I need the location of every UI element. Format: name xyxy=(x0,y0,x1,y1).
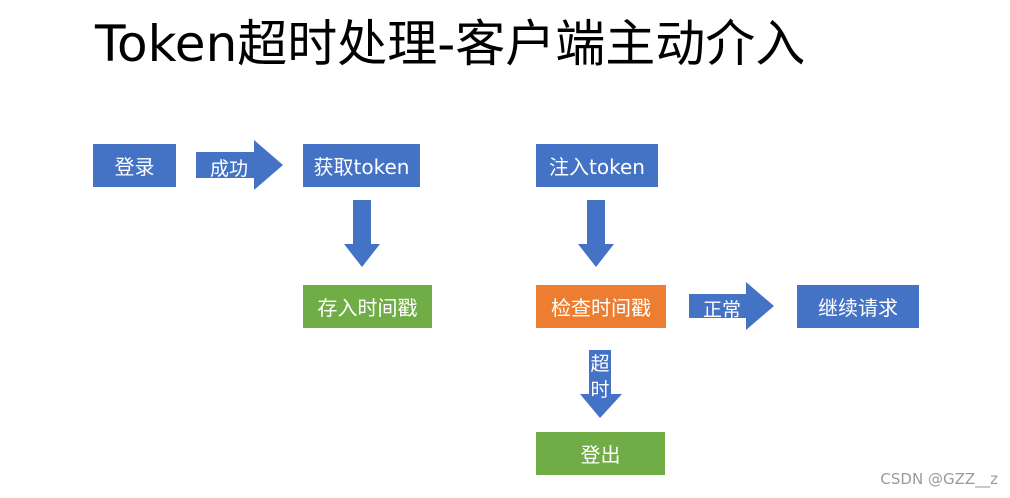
store-timestamp-node: 存入时间戳 xyxy=(303,285,432,328)
timeout-label-2: 时 xyxy=(590,379,610,401)
normal-arrow xyxy=(689,282,774,330)
check-timestamp-node: 检查时间戳 xyxy=(536,285,666,328)
watermark: CSDN @GZZ__z xyxy=(880,470,998,488)
success-label: 成功 xyxy=(210,158,249,180)
get-token-node: 获取token xyxy=(303,144,420,187)
down-arrow-inject-token xyxy=(578,200,614,267)
normal-label: 正常 xyxy=(703,299,742,321)
timeout-label-1: 超 xyxy=(590,353,610,375)
inject-token-node: 注入token xyxy=(536,144,658,187)
down-arrow-get-token xyxy=(344,200,380,267)
timeout-arrow xyxy=(580,350,622,418)
success-arrow xyxy=(196,140,283,190)
login-node: 登录 xyxy=(93,144,176,187)
continue-request-node: 继续请求 xyxy=(797,285,919,328)
page-title: Token超时处理-客户端主动介入 xyxy=(95,15,806,73)
logout-node: 登出 xyxy=(536,432,665,475)
